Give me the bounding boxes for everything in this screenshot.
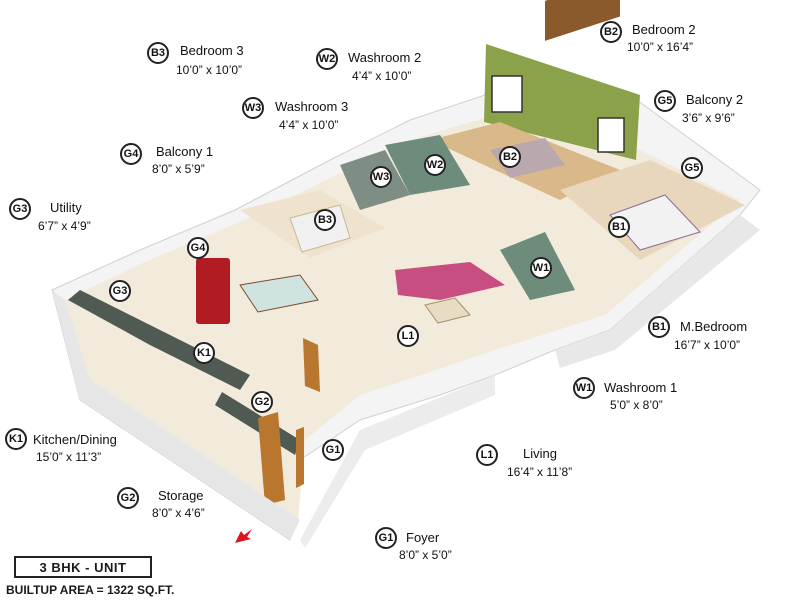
label-g3-name: Utility [50, 200, 82, 215]
badge-k1: K1 [5, 428, 27, 450]
plan-badge-w1: W1 [530, 257, 552, 279]
dining-table [239, 274, 319, 313]
label-w2-dim: 4’4” x 10’0” [352, 69, 412, 83]
badge-b1: B1 [648, 316, 670, 338]
badge-g4: G4 [120, 143, 142, 165]
plan-badge-g2: G2 [251, 391, 273, 413]
badge-l1: L1 [476, 444, 498, 466]
builtup-area-label: BUILTUP AREA = 1322 SQ.FT. [6, 583, 175, 597]
right-wall [555, 215, 760, 368]
label-g1-dim: 8’0” x 5’0” [399, 548, 452, 562]
front-wall-right [300, 375, 495, 548]
plan-badge-g1: G1 [322, 439, 344, 461]
label-k1-dim: 15’0” x 11’3” [36, 450, 102, 464]
label-w3-name: Washroom 3 [275, 99, 349, 114]
plan-badge-g4: G4 [187, 237, 209, 259]
badge-w3: W3 [242, 97, 264, 119]
label-g4-dim: 8’0” x 5’9” [152, 162, 205, 176]
badge-g1: G1 [375, 527, 397, 549]
label-b2-name: Bedroom 2 [632, 22, 696, 37]
floor-surface [65, 118, 740, 520]
plan-badge-w3: W3 [370, 166, 392, 188]
label-g5-dim: 3’6” x 9’6” [682, 111, 735, 125]
badge-g5: G5 [654, 90, 676, 112]
living-door [303, 338, 320, 392]
badge-g3: G3 [9, 198, 31, 220]
b2-window-2 [597, 117, 625, 153]
label-k1-name: Kitchen/Dining [33, 432, 117, 447]
label-g2-name: Storage [158, 488, 204, 503]
unit-type-label: 3 BHK - UNIT [39, 559, 127, 575]
plan-badge-l1: L1 [397, 325, 419, 347]
kitchen-counter [68, 290, 250, 390]
label-l1-dim: 16’4” x 11’8” [507, 465, 573, 479]
storage-door [258, 412, 285, 505]
label-w1-name: Washroom 1 [604, 380, 678, 395]
label-w1-dim: 5’0” x 8’0” [610, 398, 663, 412]
label-b3-name: Bedroom 3 [180, 43, 244, 58]
plan-badge-g5: G5 [681, 157, 703, 179]
foyer-door [296, 427, 304, 488]
label-g4-name: Balcony 1 [156, 144, 214, 159]
b2-window-1 [491, 75, 523, 113]
plan-badge-g3: G3 [109, 280, 131, 302]
sofa [395, 262, 505, 300]
label-b1-name: M.Bedroom [680, 319, 748, 334]
plan-badge-b2: B2 [499, 146, 521, 168]
entry-arrow-icon [235, 529, 252, 543]
label-b3-dim: 10’0” x 10’0” [176, 63, 243, 77]
badge-w1: W1 [573, 377, 595, 399]
badge-g2: G2 [117, 487, 139, 509]
fridge [196, 258, 230, 324]
b1-bed [609, 194, 701, 251]
unit-type-box: 3 BHK - UNIT [14, 556, 152, 578]
b1-wardrobe [545, 0, 620, 41]
label-b1-dim: 16’7” x 10’0” [674, 338, 741, 352]
label-b2-dim: 10’0” x 16’4” [627, 40, 694, 54]
label-g5-name: Balcony 2 [686, 92, 744, 107]
plan-badge-w2: W2 [424, 154, 446, 176]
badge-b3: B3 [147, 42, 169, 64]
plan-badge-b3: B3 [314, 209, 336, 231]
plan-badge-b1: B1 [608, 216, 630, 238]
label-g1-name: Foyer [406, 530, 440, 545]
label-g2-dim: 8’0” x 4’6” [152, 506, 205, 520]
label-g3-dim: 6’7” x 4’9” [38, 219, 91, 233]
label-l1-name: Living [523, 446, 557, 461]
coffee-table [424, 297, 471, 324]
badge-b2: B2 [600, 21, 622, 43]
badge-w2: W2 [316, 48, 338, 70]
front-wall-left [52, 290, 300, 540]
label-w2-name: Washroom 2 [348, 50, 422, 65]
label-w3-dim: 4’4” x 10’0” [279, 118, 339, 132]
plan-badge-k1: K1 [193, 342, 215, 364]
